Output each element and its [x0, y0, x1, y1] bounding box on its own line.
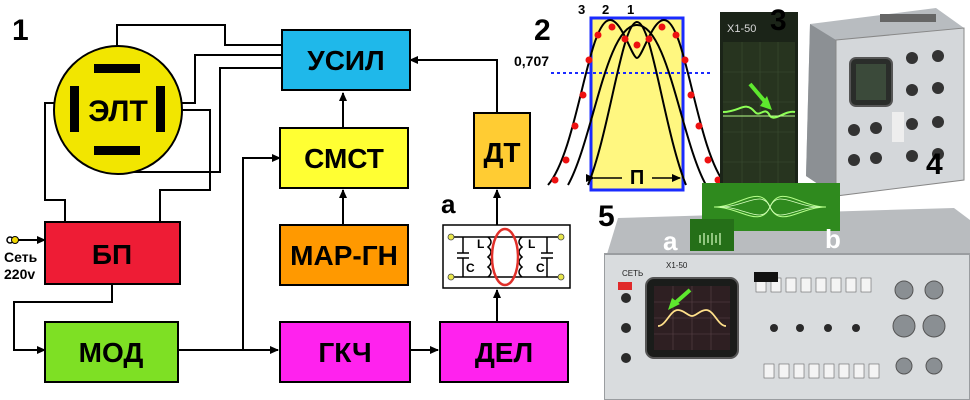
- filter-l-right: L: [528, 237, 535, 251]
- detector-block: [473, 112, 531, 189]
- panel-number-4: 4: [926, 148, 943, 181]
- response-curve-3: [547, 18, 727, 186]
- crt-plate-bottom: [94, 146, 140, 155]
- filter-c-left: C: [466, 261, 475, 275]
- modulator-block: [44, 321, 179, 383]
- bandwidth-label: П: [630, 167, 644, 189]
- filter-label: а: [441, 189, 456, 219]
- crt-plate-left: [70, 86, 79, 132]
- mains-label: Сеть: [4, 249, 38, 265]
- inset-label-a: a: [663, 226, 678, 256]
- sweep-gen-block: [279, 321, 411, 383]
- power-supply-label: БП: [92, 239, 132, 270]
- panel-number-2: 2: [534, 14, 551, 47]
- frequency-response-graph: 3 2 1 0,707 П: [514, 2, 727, 192]
- crt-element: ЭЛТ: [53, 45, 183, 175]
- sweep-gen-label: ГКЧ: [318, 337, 371, 368]
- inset-label-b: b: [825, 224, 841, 254]
- detector-label: ДТ: [483, 137, 520, 168]
- level-label: 0,707: [514, 53, 549, 69]
- closeup-model-label: X1-50: [727, 23, 756, 35]
- marker-gen-block: [279, 224, 409, 286]
- amp-label: УСИЛ: [307, 45, 384, 76]
- panel-number-5: 5: [598, 200, 615, 233]
- curve-number-3: 3: [578, 2, 585, 17]
- divider-label: ДЕЛ: [475, 337, 533, 368]
- panel-number-3: 3: [770, 4, 787, 37]
- crt-plate-right: [156, 86, 165, 132]
- crt-label: ЭЛТ: [88, 95, 148, 128]
- mains-voltage-label: 220v: [4, 266, 35, 282]
- curve-number-1: 1: [627, 2, 634, 17]
- modulator-label: МОД: [79, 337, 144, 368]
- response-curve-2: [567, 23, 707, 186]
- network-label: СЕТЬ: [622, 269, 643, 278]
- mixer-block: [279, 127, 409, 189]
- filter-c-right: C: [536, 261, 545, 275]
- filter-l-left: L: [477, 237, 484, 251]
- curve-number-2: 2: [602, 2, 609, 17]
- panel-number-1: 1: [12, 14, 29, 47]
- crt-circle: [53, 45, 183, 175]
- mains-terminal-dot: [11, 236, 19, 244]
- mixer-label: СМСТ: [304, 143, 384, 174]
- screen-closeup-photo: X1-50: [720, 12, 798, 195]
- oscilloscope-photo: [796, 0, 970, 200]
- response-curve-1: [587, 20, 687, 186]
- filter-circuit: L C L C: [442, 224, 571, 289]
- response-markers: [551, 23, 722, 184]
- marker-gen-label: МАР-ГН: [290, 240, 398, 271]
- power-supply-block: [44, 221, 181, 285]
- connection-lines: [12, 24, 501, 354]
- amp-block: [281, 29, 411, 91]
- device-model-label: X1-50: [666, 261, 688, 270]
- crt-plate-top: [94, 64, 140, 73]
- display-inset-photo: [690, 183, 852, 251]
- divider-block: [439, 321, 569, 383]
